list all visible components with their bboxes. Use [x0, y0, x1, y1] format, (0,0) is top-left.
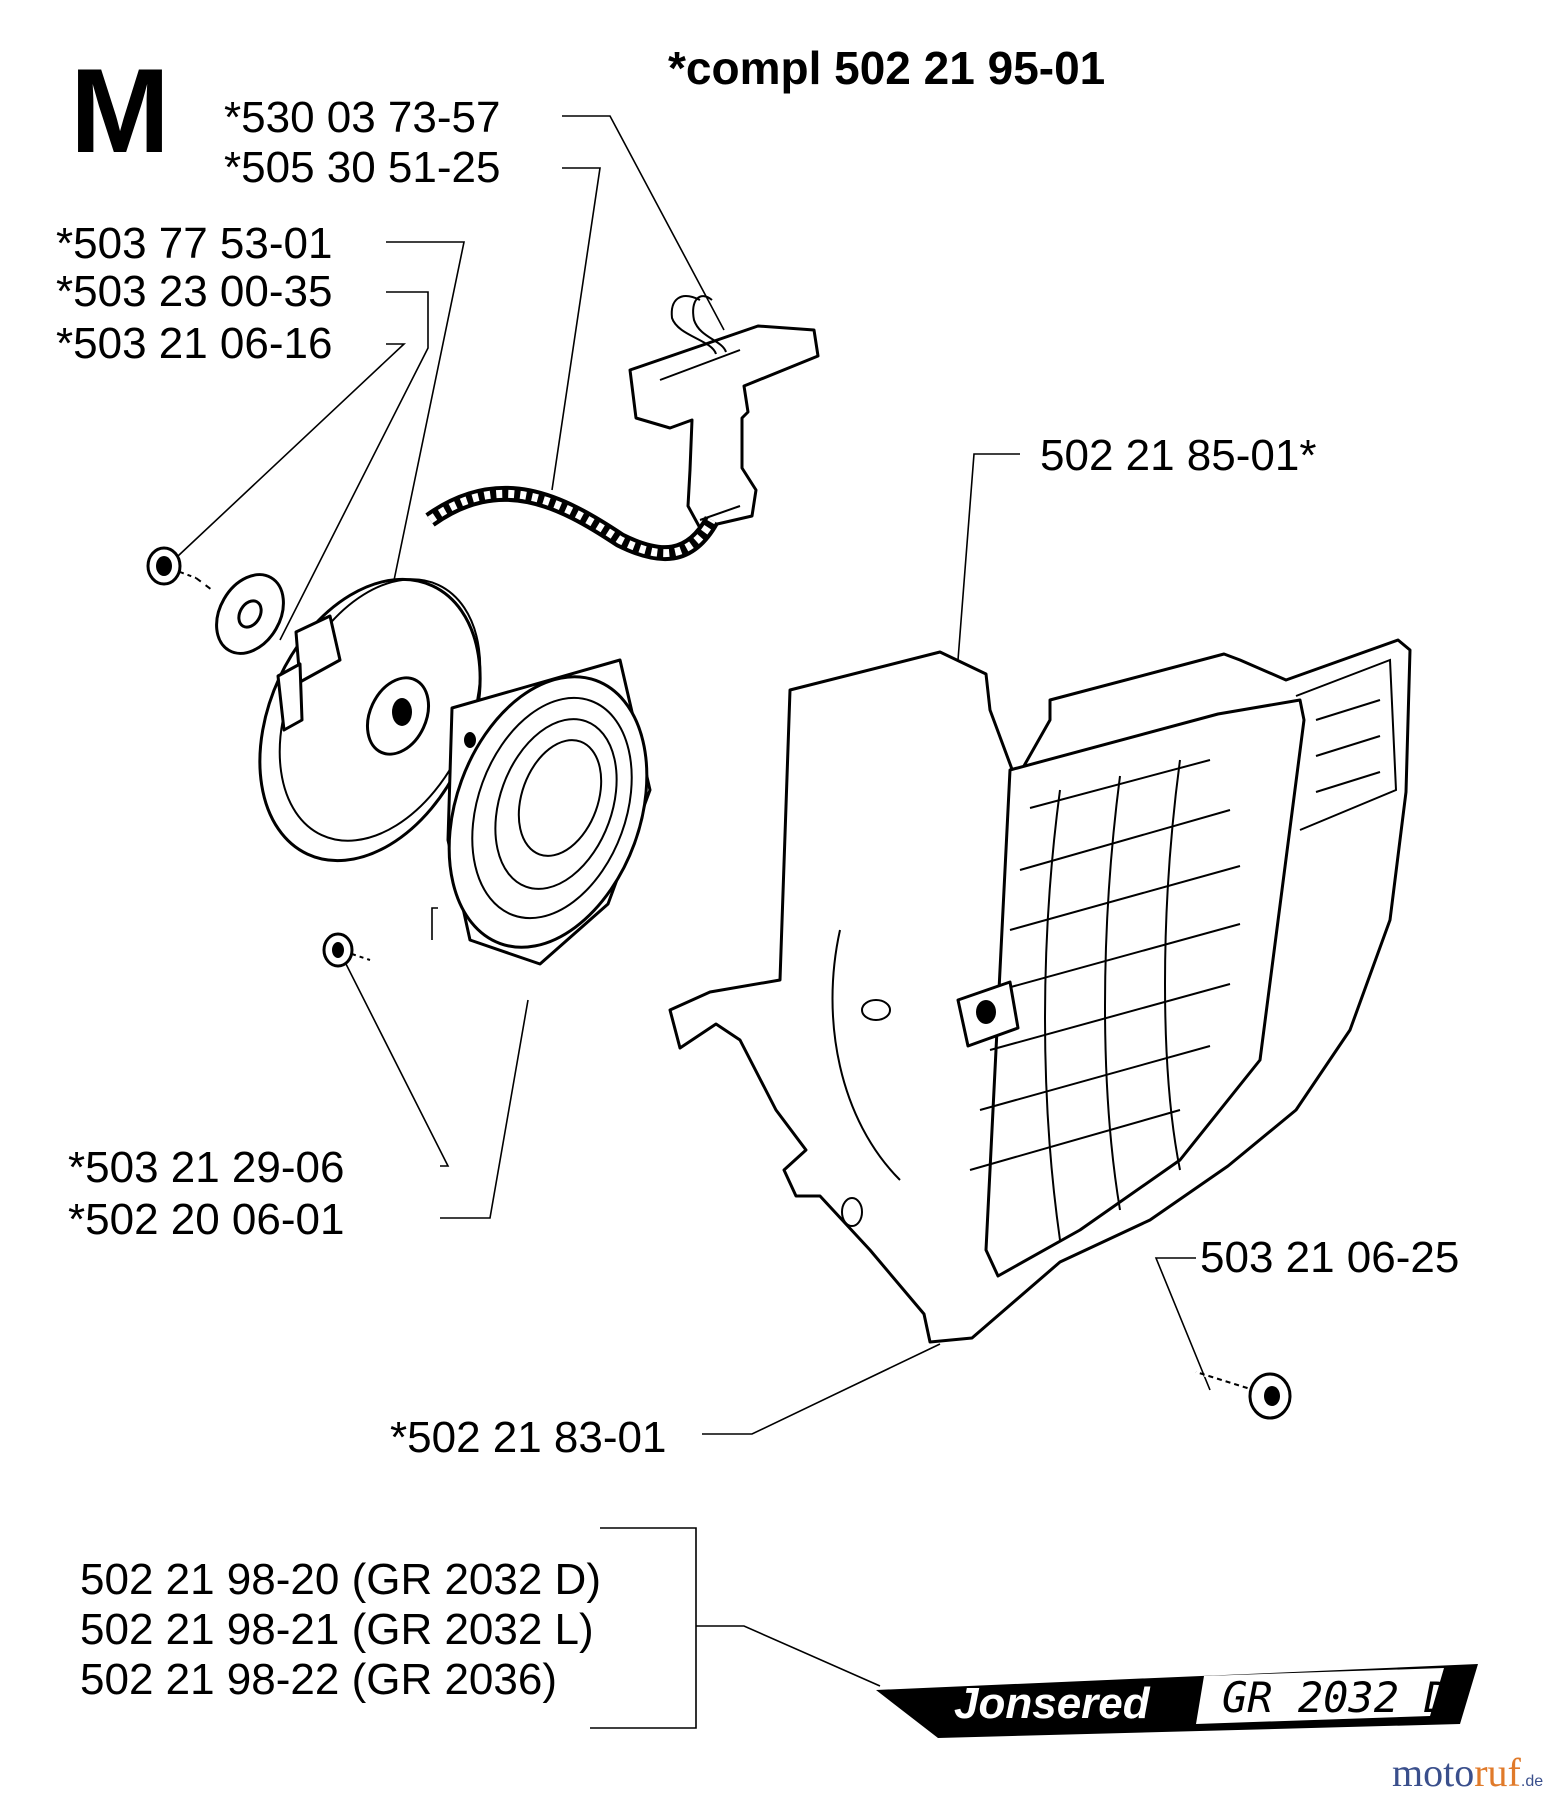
decal-bracket [590, 1527, 697, 1729]
washer-drawing [215, 573, 285, 655]
pulley-drawing [258, 577, 482, 863]
label-housing[interactable]: 502 21 85-01* [1040, 431, 1316, 480]
label-pulley[interactable]: *503 77 53-01 [56, 219, 332, 268]
label-housing-screw[interactable]: 503 21 06-25 [1200, 1233, 1459, 1282]
label-center-screw[interactable]: *503 21 06-16 [56, 319, 332, 368]
leader-cover [702, 1343, 941, 1435]
leader-pulley [386, 241, 465, 591]
label-decal-1[interactable]: 502 21 98-20 (GR 2032 D) [80, 1555, 601, 1604]
leader-housing-screw [1154, 1257, 1211, 1391]
housing-screw-drawing [1195, 1370, 1292, 1420]
leader-small-screw-dash [431, 907, 438, 940]
leader-spring [440, 999, 529, 1219]
leader-housing [957, 453, 1020, 661]
decal-model: GR 2032 D [1222, 1673, 1450, 1722]
section-letter: M [70, 44, 170, 178]
leader-small-screw [345, 963, 450, 1167]
starter-rope-drawing [425, 485, 720, 561]
label-handle[interactable]: *530 03 73-57 [224, 93, 500, 142]
leader-center-screw [177, 343, 407, 557]
label-decal-2[interactable]: 502 21 98-21 (GR 2032 L) [80, 1605, 594, 1654]
label-rope[interactable]: *505 30 51-25 [224, 143, 500, 192]
leader-handle [562, 115, 725, 331]
label-small-screw[interactable]: *503 21 29-06 [68, 1143, 344, 1192]
leader-decal [696, 1625, 881, 1687]
starter-housing-drawing [668, 638, 1412, 1344]
housing-grille [969, 759, 1241, 1241]
label-cover[interactable]: *502 21 83-01 [390, 1413, 666, 1462]
leader-rope [551, 167, 601, 491]
starter-handle-drawing [628, 295, 820, 530]
watermark: motoruf.de [1392, 1750, 1543, 1795]
label-washer[interactable]: *503 23 00-35 [56, 267, 332, 316]
assembly-number: *compl 502 21 95-01 [668, 42, 1105, 94]
label-decal-3[interactable]: 502 21 98-22 (GR 2036) [80, 1655, 557, 1704]
leader-lines [177, 115, 1211, 1729]
spring-cassette-drawing [446, 658, 652, 966]
watermark-logo: motoruf.de [1392, 1750, 1543, 1795]
decal-badge: Jonsered GR 2032 D [876, 1664, 1478, 1738]
small-screw-drawing [322, 932, 371, 968]
center-screw-drawing [146, 546, 213, 591]
decal-brand: Jonsered [954, 1679, 1151, 1728]
label-spring[interactable]: *502 20 06-01 [68, 1195, 344, 1244]
leader-washer [279, 291, 429, 641]
